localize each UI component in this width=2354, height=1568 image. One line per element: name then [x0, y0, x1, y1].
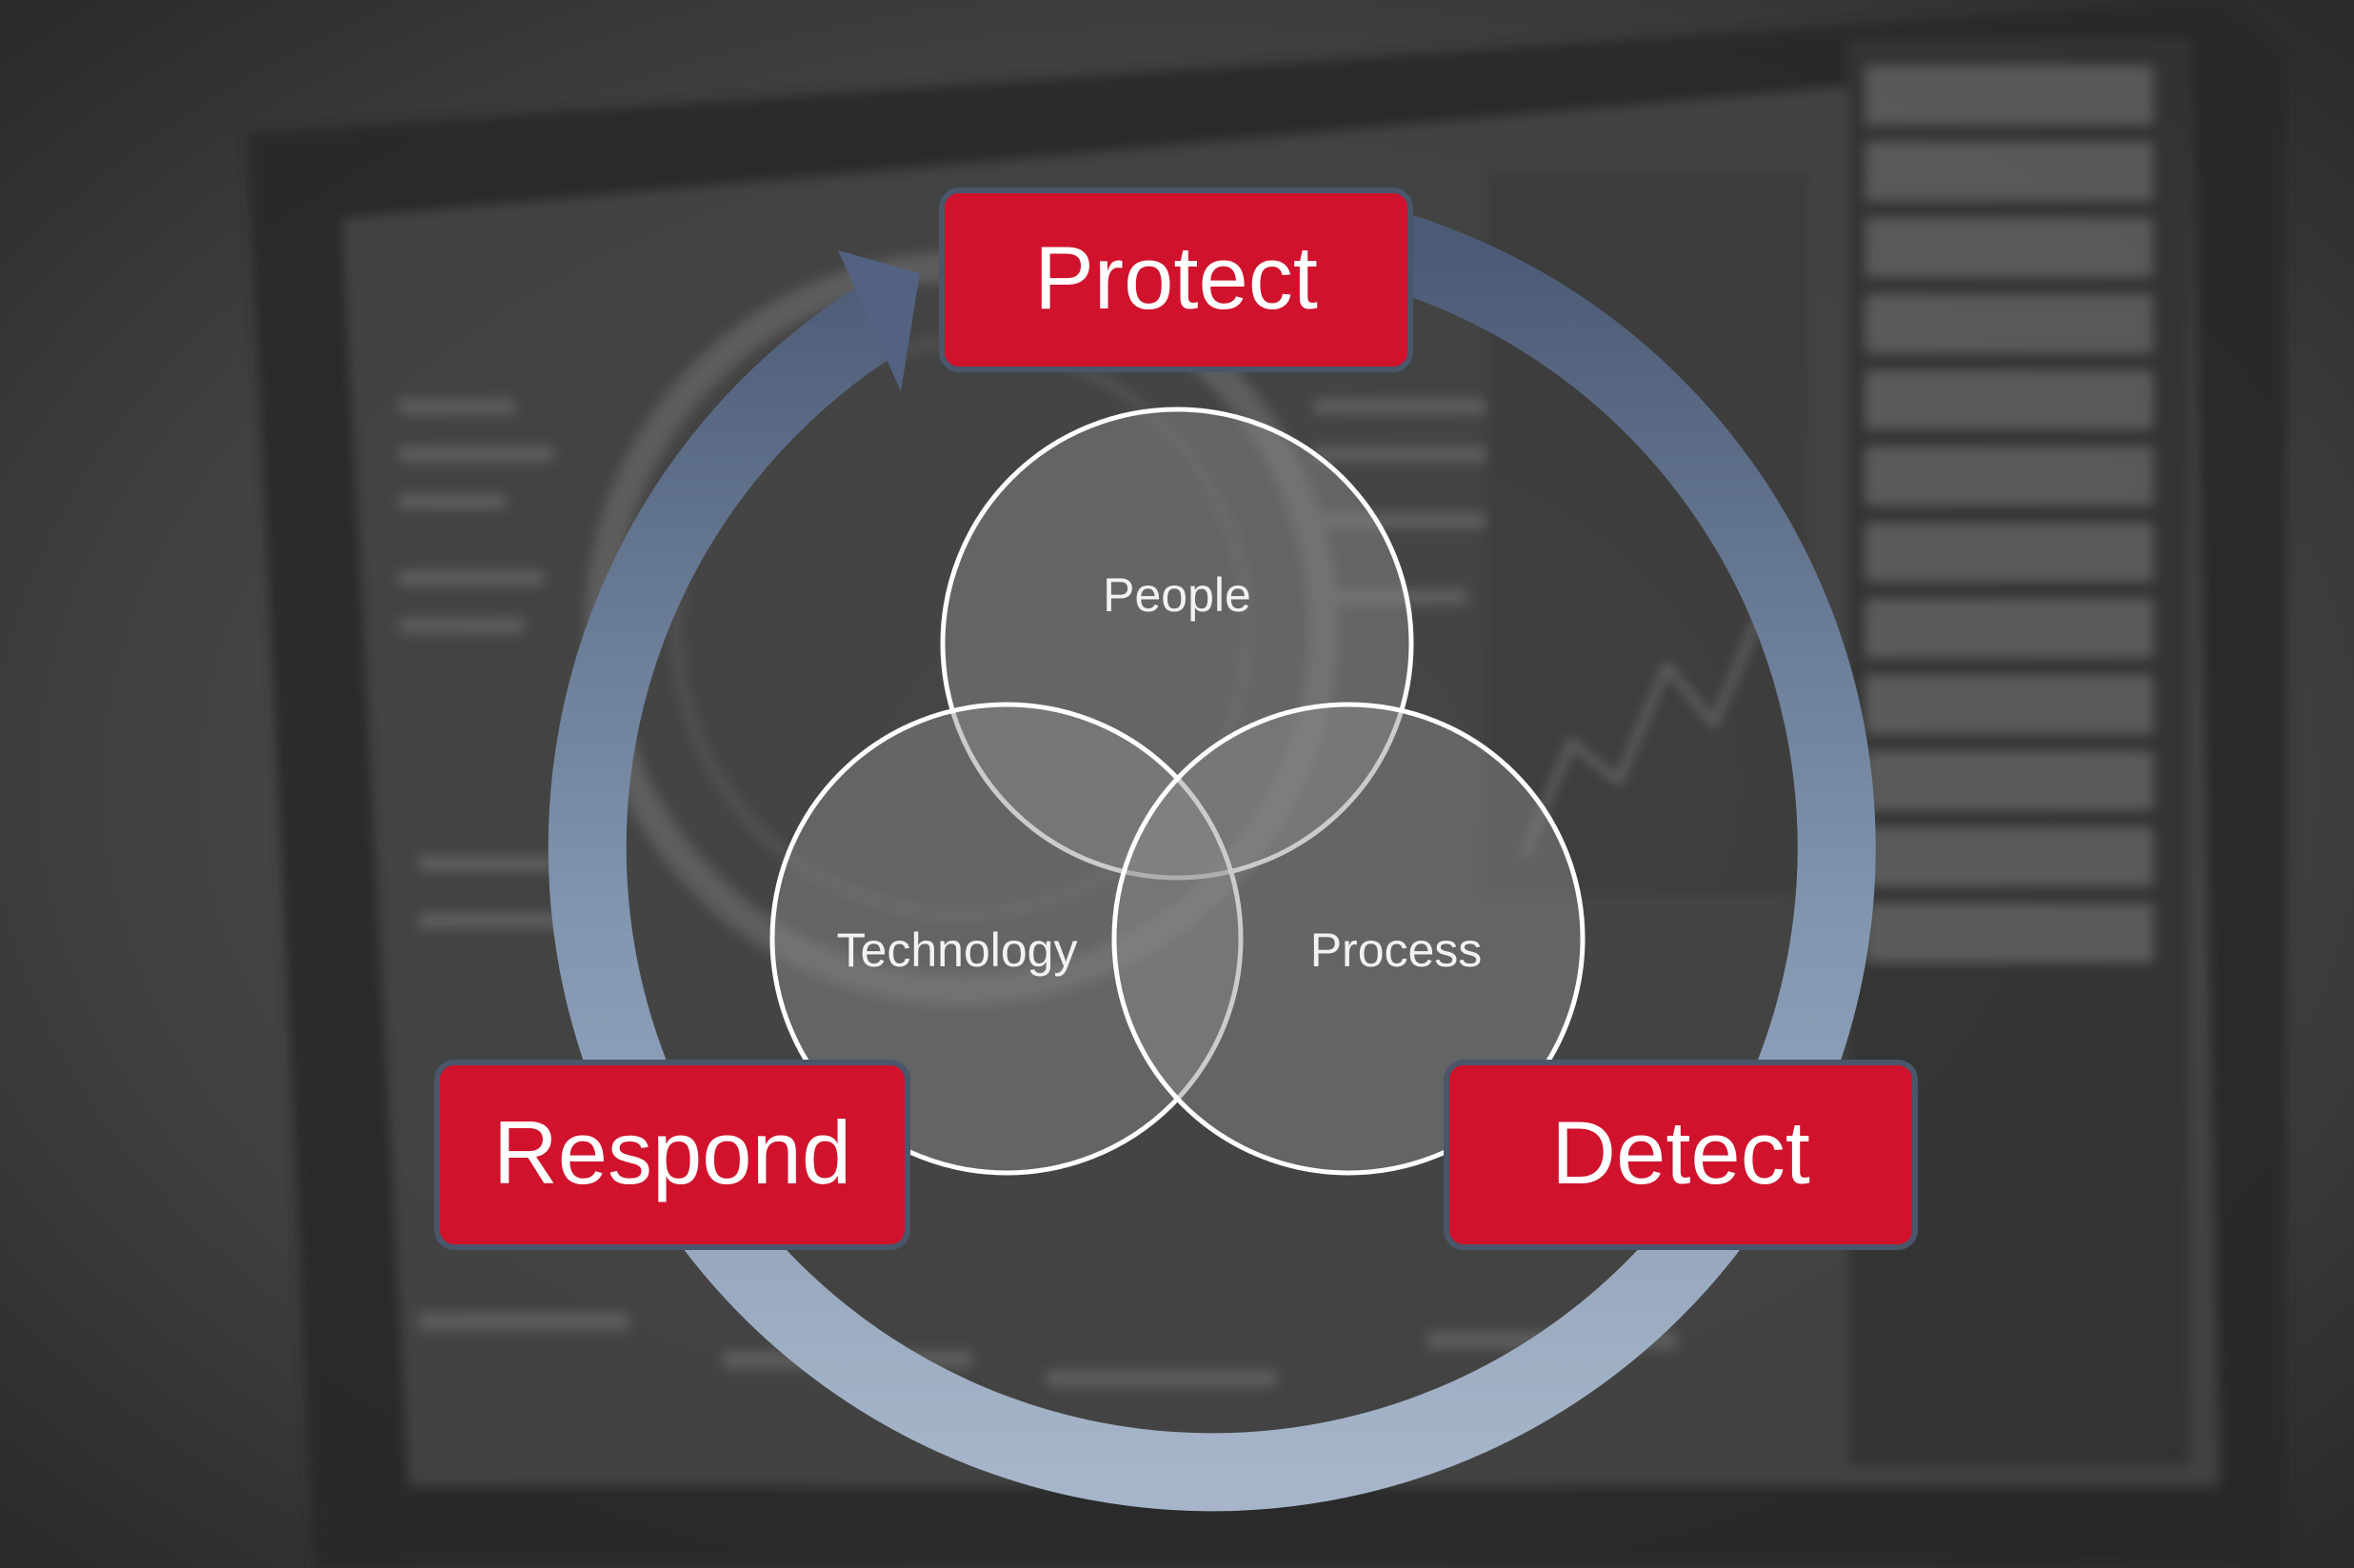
- venn-label-technology: Technology: [837, 923, 1078, 977]
- venn-label-people: People: [1103, 568, 1251, 622]
- venn-label-process: Process: [1310, 923, 1483, 977]
- stage-box-respond: Respond: [434, 1060, 910, 1250]
- venn-circle-people: [940, 407, 1414, 881]
- venn-diagram: People Technology Process: [769, 407, 1586, 1176]
- arrow-head: [838, 250, 920, 391]
- stage-box-protect: Protect: [939, 188, 1413, 372]
- stage-label-respond: Respond: [493, 1102, 851, 1202]
- cycle-arrow: [548, 214, 1876, 1512]
- stage-box-detect: Detect: [1444, 1060, 1918, 1250]
- venn-circle-technology: [769, 702, 1244, 1176]
- venn-circle-process: [1111, 702, 1586, 1176]
- stage-label-detect: Detect: [1551, 1102, 1810, 1202]
- stage-label-protect: Protect: [1034, 228, 1318, 327]
